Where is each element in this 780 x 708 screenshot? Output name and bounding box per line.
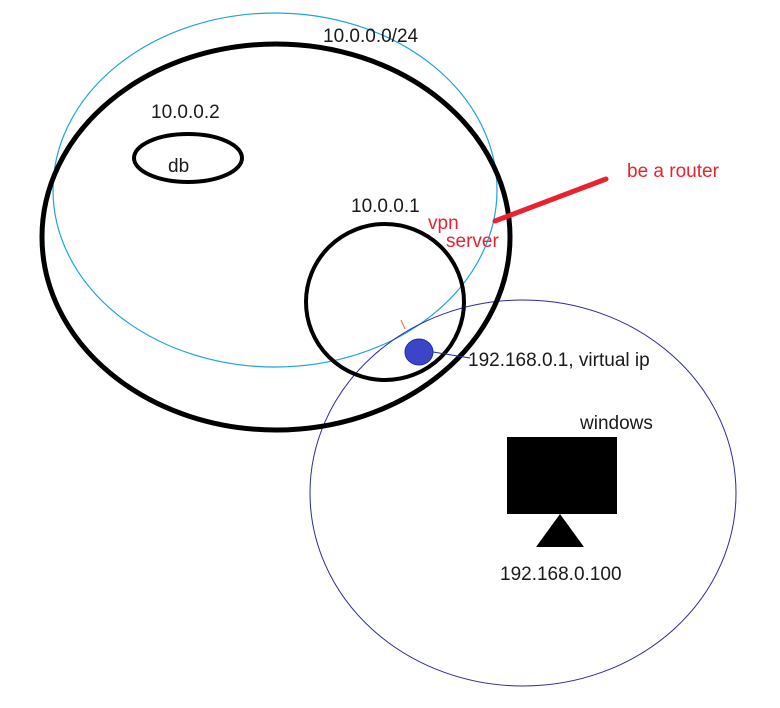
monitor-stand: [536, 514, 584, 547]
router-line: [492, 176, 609, 224]
vpn-label-line2: server: [446, 231, 499, 252]
router-note-label: be a router: [627, 161, 720, 182]
db-name-label: db: [168, 156, 189, 177]
monitor-screen: [507, 437, 617, 514]
monitor-icon: [507, 437, 617, 547]
vpn-server-node: [304, 222, 466, 382]
orange-tick-mark: [400, 319, 406, 330]
db-ip-label: 10.0.0.2: [151, 102, 220, 123]
network-ellipse: [39, 41, 513, 433]
lan-circle: [309, 299, 737, 687]
virtual-ip-node: [404, 338, 434, 366]
vpn-label-line1: vpn: [428, 213, 459, 234]
db-node: [132, 132, 244, 184]
windows-ip-label: 192.168.0.100: [500, 564, 622, 585]
subnet-label: 10.0.0.0/24: [323, 26, 419, 47]
windows-label: windows: [579, 413, 653, 434]
virtual-ip-label: 192.168.0.1, virtual ip: [468, 350, 650, 371]
vpn-ip-label: 10.0.0.1: [351, 196, 420, 217]
subnet-ellipse: [52, 12, 498, 368]
virtual-ip-connector: [432, 351, 471, 359]
